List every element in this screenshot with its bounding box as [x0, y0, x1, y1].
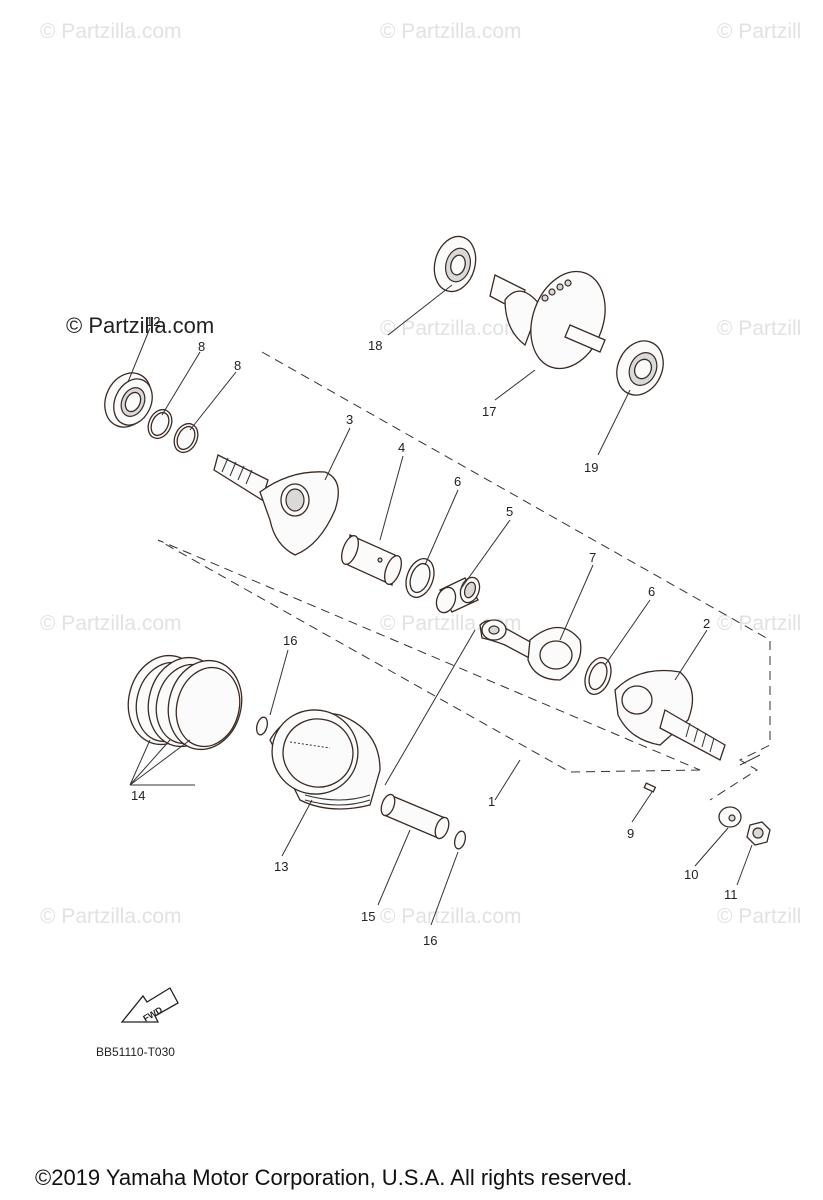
crank-pin-part-4 [341, 534, 402, 586]
watermark: © Partzilla.com [40, 612, 182, 635]
connecting-rod-part-7 [479, 619, 582, 681]
callout-1: 1 [488, 794, 495, 809]
callout-4: 4 [398, 440, 405, 455]
watermark: © Partzill [717, 317, 802, 340]
watermark: © Partzilla.com [380, 20, 522, 43]
watermark: © Partzill [717, 20, 802, 43]
circlip-part-16b [453, 830, 467, 850]
callout-9: 9 [627, 826, 634, 841]
copyright-notice: ©2019 Yamaha Motor Corporation, U.S.A. A… [35, 1165, 633, 1190]
callout-11: 11 [724, 887, 738, 902]
diagram-code: BB51110-T030 [96, 1045, 175, 1059]
balancer-part-17 [489, 270, 606, 370]
callout-12: 12 [146, 314, 160, 329]
callout-6b: 6 [648, 584, 655, 599]
fwd-arrow-icon: FWD [120, 987, 179, 1024]
needle-bearing-part-5 [435, 576, 481, 614]
washer-part-10 [718, 806, 742, 828]
callout-6a: 6 [454, 474, 461, 489]
assembly-outline [157, 351, 771, 801]
partzilla-watermark: © Partzilla.com [66, 313, 215, 338]
piston-rings-part-14 [127, 654, 243, 751]
crank-web-part-2 [614, 669, 726, 761]
piston-part-13 [269, 709, 381, 810]
watermark: © Partzilla.com [40, 20, 182, 43]
nut-part-11 [746, 821, 771, 846]
shim-part-8a [147, 408, 173, 440]
watermark: © Partzill [717, 905, 802, 928]
watermark: © Partzilla.com [40, 905, 182, 928]
callout-8a: 8 [198, 339, 205, 354]
callout-16a: 16 [283, 633, 297, 648]
watermark: © Partzill [717, 612, 802, 635]
watermark: © Partzilla.com [380, 317, 522, 340]
callout-16b: 16 [423, 933, 437, 948]
watermark: © Partzilla.com [380, 905, 522, 928]
callout-3: 3 [346, 412, 353, 427]
callout-18: 18 [368, 338, 382, 353]
leader-lines [127, 284, 761, 926]
piston-pin-part-15 [380, 793, 450, 840]
callout-19: 19 [584, 460, 598, 475]
callout-14: 14 [131, 788, 145, 803]
callout-7: 7 [589, 550, 596, 565]
shim-part-8b [173, 422, 199, 454]
callout-10: 10 [684, 867, 698, 882]
bearing-part-19 [616, 340, 664, 396]
washer-part-6b [584, 657, 612, 695]
bearing-part-18 [433, 235, 477, 293]
callout-17: 17 [482, 404, 496, 419]
circlip-part-16a [255, 716, 269, 736]
callout-5: 5 [506, 504, 513, 519]
bearing-part-12 [104, 372, 153, 428]
crank-web-part-3 [213, 454, 339, 556]
callout-15: 15 [361, 909, 375, 924]
key-part-9 [643, 782, 657, 793]
callout-2: 2 [703, 616, 710, 631]
washer-part-6a [405, 558, 435, 598]
callout-13: 13 [274, 859, 288, 874]
callout-8b: 8 [234, 358, 241, 373]
